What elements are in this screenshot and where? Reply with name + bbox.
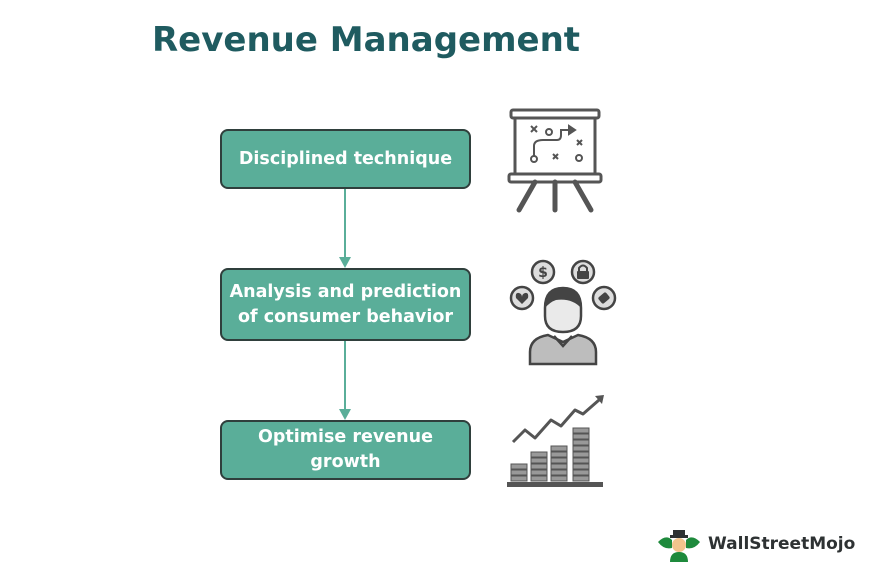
step-label-line: Disciplined technique (238, 148, 453, 169)
revenue-growth-icon (507, 395, 604, 487)
wallstreetmojo-logo-icon (658, 530, 700, 562)
step-box-optimise-revenue: Optimise revenue growth (220, 420, 471, 480)
step-label: Optimise revenue growth (258, 425, 433, 475)
page-title: Revenue Management (152, 20, 581, 60)
step-box-disciplined-technique: Disciplined technique (220, 129, 471, 189)
consumer-thinking-icon: $ (509, 259, 617, 366)
logo-text: WallStreetMojo (708, 534, 856, 554)
step-label-line: Optimise revenue (258, 427, 433, 447)
svg-text:$: $ (538, 265, 548, 281)
step-label-line: Analysis and prediction (229, 281, 462, 302)
wallstreetmojo-logo: WallStreetMojo (656, 524, 855, 564)
presentation-board-icon (507, 108, 603, 213)
step-label: Analysis and prediction of consumer beha… (230, 280, 462, 330)
step-label-line: of consumer behavior (237, 306, 453, 327)
step-box-consumer-analysis: Analysis and prediction of consumer beha… (220, 268, 471, 341)
step-label-line: growth (310, 452, 381, 472)
step-label: Disciplined technique (239, 147, 452, 172)
flow-arrow-2 (339, 341, 351, 420)
flow-arrow-1 (339, 189, 351, 268)
